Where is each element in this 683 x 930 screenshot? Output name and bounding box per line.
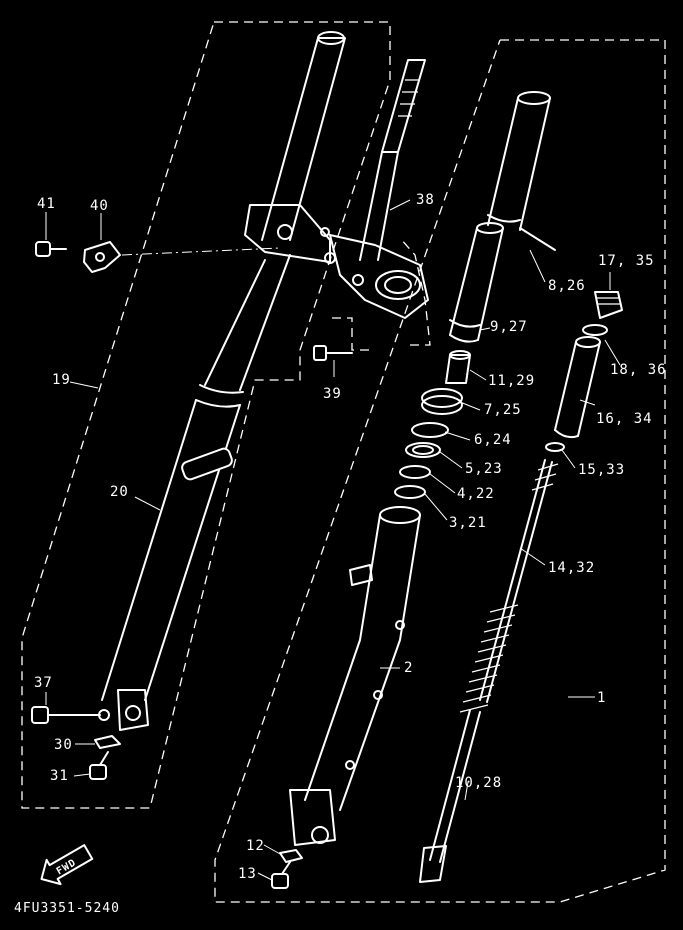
cap-bolt-17-35-icon: [594, 291, 623, 319]
callout-20: 20: [110, 484, 129, 500]
callout-2: 2: [404, 660, 413, 676]
upper-bracket: [244, 204, 331, 263]
callout-10-28: 10,28: [455, 775, 502, 791]
forward-direction-arrow-icon: FWD: [40, 844, 94, 886]
callout-5-23: 5,23: [465, 461, 503, 477]
callout-12: 12: [246, 838, 265, 854]
fork-sleeve-9-27: [449, 222, 504, 343]
callout-39: 39: [323, 386, 342, 402]
callout-16-34: 16, 34: [596, 411, 653, 427]
callout-31: 31: [50, 768, 69, 784]
callout-37: 37: [34, 675, 53, 691]
figure-code: 4FU3351-5240: [14, 901, 120, 916]
callout-11-29: 11,29: [488, 373, 535, 389]
cable-clamp-40-icon: [83, 241, 281, 273]
callout-6-24: 6,24: [474, 432, 512, 448]
spring-seat-15-33-icon: [545, 442, 565, 452]
left-fork-group-outline: [21, 21, 391, 809]
collar-11-29: [445, 350, 471, 384]
callout-14-32: 14,32: [548, 560, 595, 576]
steering-stem: [359, 59, 426, 261]
callout-19: 19: [52, 372, 71, 388]
callout-9-27: 9,27: [490, 319, 528, 335]
callout-40: 40: [90, 198, 109, 214]
fork-spring-10-28: [419, 654, 504, 883]
callout-8-26: 8,26: [548, 278, 586, 294]
spacer-16-34: [554, 336, 601, 439]
fork-cap-tube-8-26: [487, 91, 556, 251]
callout-38: 38: [416, 192, 435, 208]
callout-3-21: 3,21: [449, 515, 487, 531]
callout-18-36: 18, 36: [610, 362, 667, 378]
under-bracket-outline: [332, 237, 431, 351]
under-bracket: [324, 234, 429, 319]
washer-12-icon: [279, 849, 303, 863]
callout-15-33: 15,33: [578, 462, 625, 478]
callout-4-22: 4,22: [457, 486, 495, 502]
left-outer-tube: [101, 31, 346, 731]
leader-lines: [45, 199, 621, 881]
damper-rod-14-32: [479, 459, 559, 703]
bolt-41-icon: [35, 241, 67, 257]
callout-labels: 41 40 38 17, 35 8,26 9,27 18, 36 11,29 7…: [34, 192, 667, 882]
bolt-39-icon: [313, 345, 353, 361]
o-ring-18-36-icon: [582, 324, 608, 336]
callout-7-25: 7,25: [484, 402, 522, 418]
callout-41: 41: [37, 196, 56, 212]
bolt-37-icon: [31, 706, 110, 724]
right-fork-group-outline: [214, 39, 666, 903]
seal-stack-3-to-7: [394, 388, 463, 499]
rebound-spring: [477, 604, 519, 653]
callout-1: 1: [597, 690, 606, 706]
right-outer-tube: [289, 506, 421, 846]
washer-30-icon: [94, 735, 121, 749]
callout-17-35: 17, 35: [598, 253, 655, 269]
callout-13: 13: [238, 866, 257, 882]
bolt-31-icon: [89, 751, 109, 780]
bolt-13-icon: [271, 861, 291, 889]
callout-30: 30: [54, 737, 73, 753]
